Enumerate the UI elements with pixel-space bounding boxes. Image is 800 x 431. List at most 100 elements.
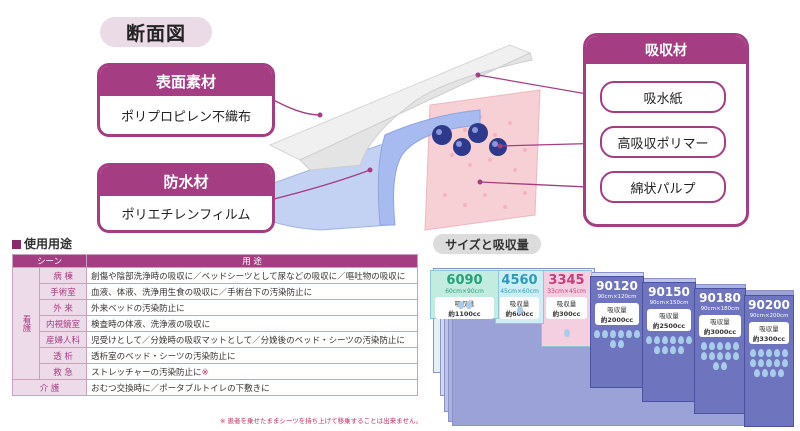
- size-dimension: 90cm×200cm: [749, 313, 789, 319]
- absorb-card: 吸収量約3000cc: [699, 315, 741, 337]
- drop-icons: [433, 300, 496, 310]
- drop-icons: [544, 328, 589, 338]
- water-drop-icon: [770, 369, 776, 377]
- water-drop-icon: [701, 342, 707, 350]
- absorb-amount: 約2500cc: [652, 322, 686, 330]
- water-drop-icon: [721, 362, 727, 370]
- water-drop-icon: [725, 352, 731, 360]
- water-drop-icon: [654, 336, 660, 344]
- absorb-label: 吸収量: [509, 300, 530, 308]
- absorb-card: 吸収量約2500cc: [647, 309, 691, 331]
- size-code: 90200: [748, 298, 790, 312]
- usage-table-header-row: シーン 用 途: [11, 254, 418, 268]
- absorb-label: 吸収量: [556, 300, 577, 308]
- water-drop-icon: [778, 369, 784, 377]
- water-drop-icon: [516, 306, 523, 314]
- water-drop-icon: [709, 342, 715, 350]
- water-drop-icon: [646, 336, 652, 344]
- size-code: 6090: [446, 273, 483, 288]
- usage-heading-text: 使用用途: [24, 237, 73, 251]
- drop-icons: [593, 329, 641, 349]
- water-drop-icon: [717, 342, 723, 350]
- water-drop-icon: [465, 301, 472, 309]
- water-drop-icon: [678, 346, 684, 354]
- absorb-card: 吸収量約2000cc: [595, 303, 639, 325]
- water-drop-icon: [782, 349, 788, 357]
- usage-scene: 透 析: [38, 347, 88, 364]
- usage-desc: 外来ベッドの汚染防止に: [86, 299, 418, 316]
- water-drop-icon: [750, 359, 756, 367]
- water-drop-icon: [670, 346, 676, 354]
- absorbent-item-pulp: 綿状パルプ: [600, 171, 726, 203]
- water-drop-icon: [766, 349, 772, 357]
- note-mark: ※: [201, 367, 209, 378]
- water-drop-icon: [662, 346, 668, 354]
- table-row: 外 来 外来ベッドの汚染防止に: [13, 299, 418, 316]
- absorb-amount: 約2000cc: [600, 316, 634, 324]
- water-drop-icon: [733, 352, 739, 360]
- absorbent-item-polymer: 高吸収ポリマー: [600, 126, 726, 158]
- absorbent-material-box: 吸収材 吸水紙 高吸収ポリマー 綿状パルプ: [583, 33, 749, 227]
- section-title-pill: 断面図: [100, 17, 212, 47]
- water-drop-icon: [758, 359, 764, 367]
- waterproof-material-header: 防水材: [100, 166, 272, 196]
- drop-icons: [498, 305, 541, 315]
- usage-col-use: 用 途: [86, 254, 418, 268]
- usage-desc: 透析室のベッド・シーツの汚染防止に: [86, 347, 418, 364]
- water-drop-icon: [618, 340, 624, 348]
- water-drop-icon: [717, 352, 723, 360]
- water-drop-icon: [594, 330, 600, 338]
- water-drop-icon: [774, 349, 780, 357]
- water-drop-icon: [610, 340, 616, 348]
- size-code: 90120: [596, 279, 638, 293]
- size-title-pill: サイズと吸収量: [433, 234, 541, 254]
- size-dimension: 90cm×150cm: [649, 300, 689, 306]
- water-drop-icon: [725, 342, 731, 350]
- usage-group-nursing: 看護: [12, 267, 40, 380]
- water-drop-icon: [563, 329, 570, 337]
- water-drop-icon: [686, 336, 692, 344]
- usage-desc: 血液、体液、洗浄用生食の吸収に／手術台下の汚染防止に: [86, 283, 418, 300]
- water-drop-icon: [774, 359, 780, 367]
- absorb-amount: 約3000cc: [703, 328, 737, 336]
- usage-scene: 外 来: [38, 299, 88, 316]
- water-drop-icon: [602, 330, 608, 338]
- water-drop-icon: [654, 346, 660, 354]
- usage-col-scene: シーン: [11, 254, 88, 268]
- usage-scene: 救 急: [38, 363, 88, 380]
- usage-table: シーン 用 途 看護 病 棟 創傷や陰部洗浄時の吸収に／ベッドシーツとして尿など…: [11, 254, 418, 396]
- usage-scene-care: 介 護: [11, 379, 88, 396]
- table-row: 産婦人科 児受けとして／分娩時の吸収マットとして／分娩後のベッド・シーツの汚染防…: [13, 331, 418, 348]
- absorb-amount: 約600cc: [505, 310, 534, 318]
- absorb-amount: 約3300cc: [752, 335, 786, 343]
- water-drop-icon: [754, 369, 760, 377]
- usage-scene: 産婦人科: [38, 331, 88, 348]
- water-drop-icon: [709, 352, 715, 360]
- usage-note: ※ 患者を乗せたままシーツを持ち上げて移乗することは出来ません。: [220, 417, 422, 425]
- water-drop-icon: [762, 369, 768, 377]
- surface-material-box: 表面素材 ポリプロピレン不織布: [97, 63, 275, 137]
- water-drop-icon: [733, 342, 739, 350]
- water-drop-icon: [457, 301, 464, 309]
- square-bullet-icon: [12, 240, 21, 249]
- size-title: サイズと吸収量: [445, 237, 529, 252]
- table-row: 透 析 透析室のベッド・シーツの汚染防止に: [13, 347, 418, 364]
- usage-desc: 検査時の体液、洗浄液の吸収に: [86, 315, 418, 332]
- water-drop-icon: [758, 349, 764, 357]
- usage-desc: 児受けとして／分娩時の吸収マットとして／分娩後のベッド・シーツの汚染防止に: [86, 331, 418, 348]
- size-dimension: 45cm×60cm: [500, 288, 539, 295]
- water-drop-icon: [678, 336, 684, 344]
- size-dimension: 90cm×120cm: [597, 294, 637, 300]
- usage-scene: 手術室: [38, 283, 88, 300]
- water-drop-icon: [634, 330, 640, 338]
- absorb-label: 吸収量: [607, 306, 627, 314]
- usage-scene: 病 棟: [38, 267, 88, 284]
- water-drop-icon: [766, 359, 772, 367]
- cross-section-illustration: [239, 44, 600, 231]
